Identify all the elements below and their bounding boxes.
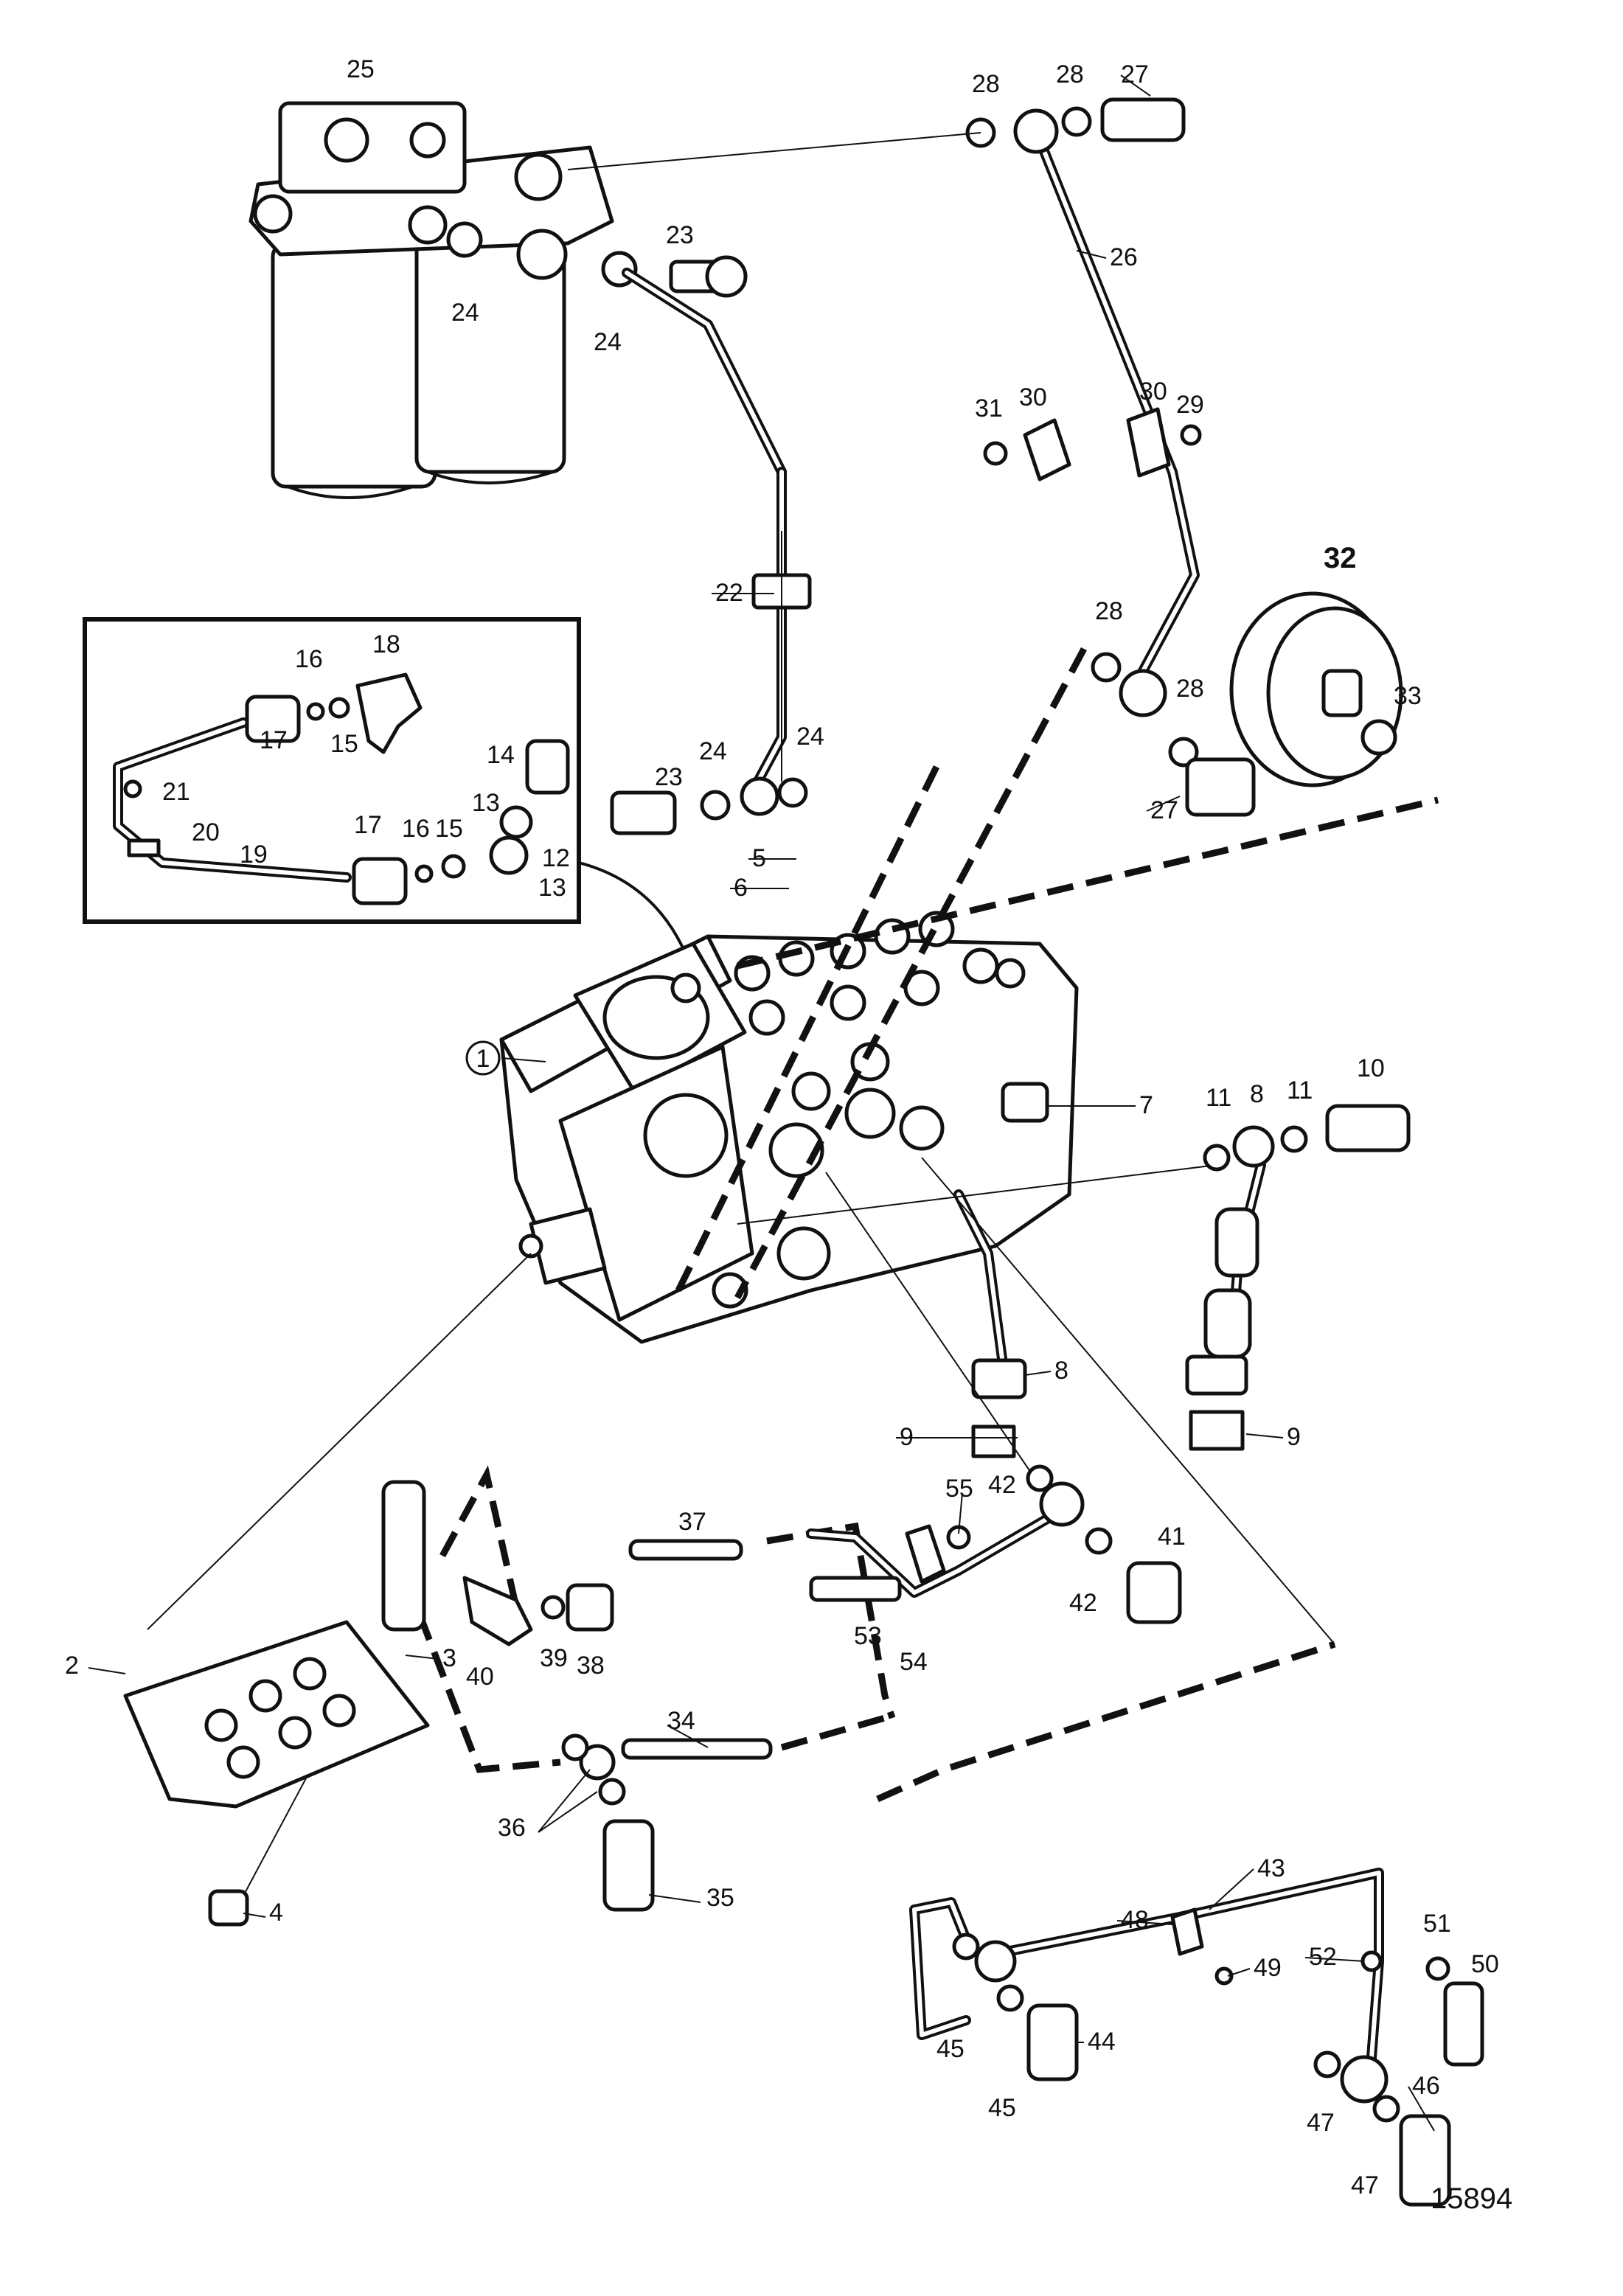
label-25: 25 [347,55,375,83]
label-16-bottom: 16 [402,815,430,843]
label-42-top: 42 [988,1471,1016,1499]
label-15-bottom: 15 [435,815,463,843]
label-23-top: 23 [666,221,694,249]
label-52: 52 [1309,1943,1337,1971]
label-15-top: 15 [330,730,358,758]
label-35: 35 [706,1884,734,1912]
label-11-left: 11 [1206,1084,1231,1112]
label-30-left: 30 [1019,383,1047,411]
label-41: 41 [1158,1523,1186,1551]
label-17-top: 17 [260,726,288,754]
label-28-a: 28 [972,70,1000,98]
label-9-right: 9 [1287,1423,1301,1451]
label-47-top: 47 [1307,2109,1335,2137]
label-21: 21 [162,778,190,806]
label-46: 46 [1412,2072,1440,2100]
label-17-bottom: 17 [354,811,382,839]
label-23-bottom: 23 [655,763,683,791]
label-30-right: 30 [1139,378,1167,406]
label-1-circle [465,1040,501,1076]
inset-detail-box [83,617,695,975]
label-38: 38 [577,1652,605,1680]
injection-pump-body [499,911,1079,1458]
thin-leader-lines [147,132,1335,1910]
label-42-bottom: 42 [1069,1589,1097,1617]
label-43: 43 [1257,1854,1285,1882]
label-34: 34 [667,1707,695,1735]
label-13-bottom: 13 [538,874,566,902]
label-10: 10 [1357,1054,1385,1082]
label-33: 33 [1394,682,1422,710]
label-13-top: 13 [472,789,500,817]
feed-pump-cover [1229,591,1403,787]
label-1: 1 [476,1045,490,1073]
pipe-group-41-55 [806,1464,1182,1624]
label-50: 50 [1471,1950,1499,1978]
fuel-filter-assembly [249,101,638,499]
label-2: 2 [65,1652,79,1680]
label-7: 7 [1139,1091,1153,1119]
label-45-bottom: 45 [988,2094,1016,2122]
label-40: 40 [466,1663,494,1691]
hose-assembly-8 [1185,1104,1411,1451]
label-18: 18 [372,630,400,658]
pipe-group-34-37 [462,1539,773,1912]
label-28-d: 28 [1176,675,1204,703]
label-26: 26 [1110,243,1138,271]
label-55: 55 [945,1475,973,1503]
label-8-bottom: 8 [1054,1357,1068,1385]
label-14: 14 [487,741,515,769]
label-53: 53 [854,1622,882,1650]
label-36: 36 [498,1814,526,1842]
label-45-top: 45 [936,2035,965,2063]
label-29: 29 [1176,391,1204,419]
label-19: 19 [240,841,268,869]
label-3: 3 [442,1644,456,1672]
label-20: 20 [192,818,220,846]
label-47-bottom: 47 [1351,2171,1379,2199]
label-27-bottom: 27 [1150,796,1178,824]
label-leader-ticks [88,74,1435,2132]
label-28-c: 28 [1095,597,1123,625]
cover-plate-2 [123,1480,430,1927]
label-24-c: 24 [699,737,727,765]
label-48: 48 [1121,1906,1149,1934]
label-16-top: 16 [295,645,323,673]
callout-labels: 1 2 3 4 5 6 7 8 8 9 9 10 11 11 12 13 13 … [65,55,1512,2215]
label-24-a: 24 [451,299,479,327]
label-37: 37 [678,1508,706,1536]
fuel-pipe-26 [965,97,1256,817]
fuel-pipe-22 [610,467,812,835]
label-11-right: 11 [1287,1076,1313,1104]
label-51: 51 [1423,1910,1451,1938]
label-49: 49 [1254,1954,1282,1982]
label-24-b: 24 [594,328,622,356]
label-8-top: 8 [1250,1080,1264,1108]
pipe-group-43-52 [909,1868,1484,2207]
drawing-number: 15894 [1431,2182,1512,2215]
label-4: 4 [269,1899,283,1927]
label-44: 44 [1088,2028,1116,2056]
label-31: 31 [975,394,1003,422]
label-28-b: 28 [1056,60,1084,88]
label-32: 32 [1324,542,1357,574]
label-54: 54 [900,1648,928,1676]
filter-outlet-fittings [622,255,787,477]
label-39: 39 [540,1644,568,1672]
label-27-top: 27 [1121,60,1149,88]
label-12: 12 [542,844,570,872]
label-24-d: 24 [796,723,824,751]
